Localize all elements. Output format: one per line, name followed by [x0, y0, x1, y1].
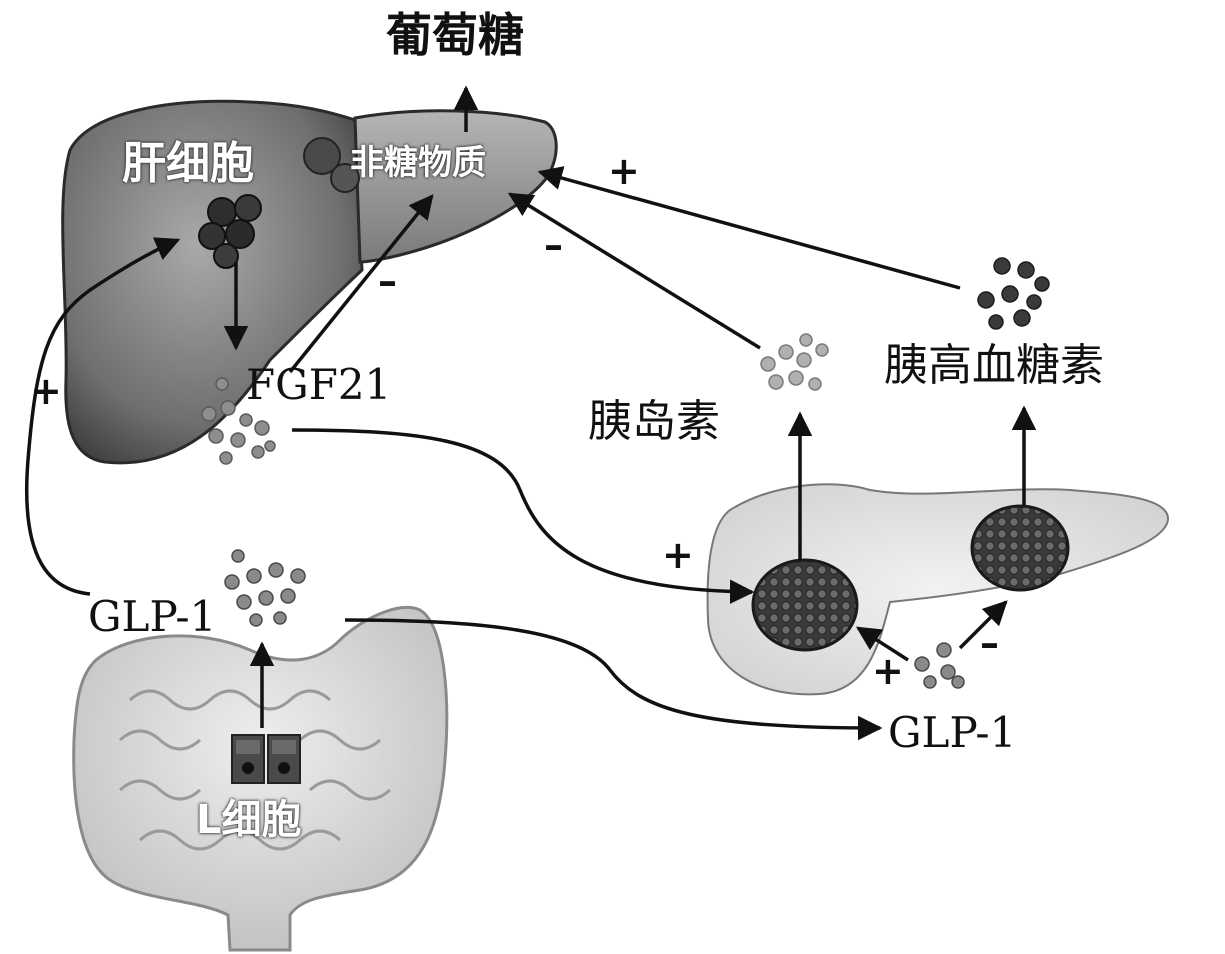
l-cells: [231, 734, 301, 784]
arrow-insulin-inhibit-nonsugar: [507, 192, 761, 350]
arrow-glp1-promote-insulin-islet: [855, 626, 909, 662]
sign-glp1-glucagon-minus: –: [980, 621, 999, 665]
sign-glucagon-plus: +: [608, 149, 640, 193]
label-glucagon: 胰高血糖素: [884, 340, 1104, 391]
liver-cell-cluster: [198, 137, 360, 269]
liver: [61, 99, 558, 465]
arrow-fgf21-promote-islet: [291, 428, 755, 604]
label-liver-cell: 肝细胞: [122, 138, 254, 189]
pancreas: [706, 483, 1170, 696]
intestine-loops: [118, 689, 392, 851]
sign-fgf21-minus: –: [378, 259, 397, 303]
pancreas-islet-glucagon: [970, 504, 1070, 592]
glp1-particles-intestine: [224, 549, 306, 627]
liver-right-lobe: [61, 99, 364, 465]
arrow-glp1-to-pancreas: [344, 618, 883, 741]
label-glp1-left: GLP-1: [88, 592, 217, 641]
label-glp1-right: GLP-1: [888, 708, 1017, 757]
pancreas-islet-insulin: [751, 558, 859, 652]
sign-fgf21-islet-plus: +: [662, 533, 694, 577]
arrows: [25, 85, 1037, 741]
label-insulin: 胰岛素: [588, 396, 720, 447]
fgf21-particles: [201, 377, 276, 465]
arrow-glp1-inhibit-glucagon-islet: [958, 600, 1008, 650]
label-fgf21: FGF21: [246, 360, 392, 409]
label-l-cell: L细胞: [196, 797, 302, 843]
label-non-sugar: 非糖物质: [350, 143, 486, 183]
label-glucose: 葡萄糖: [386, 8, 524, 62]
insulin-particles: [760, 333, 829, 391]
sign-insulin-minus: –: [544, 223, 563, 267]
arrow-glucagon-promote-nonsugar: [537, 166, 961, 290]
glucagon-particles: [977, 257, 1050, 330]
arrow-glp1-promote-liver: [25, 237, 181, 596]
arrow-fgf21-inhibit-nonsugar: [288, 194, 434, 374]
intestine: [72, 605, 449, 952]
glp1-particles-pancreas: [914, 642, 965, 689]
sign-glp1-insulin-plus: +: [872, 649, 904, 693]
sign-glp1-liver-plus: +: [30, 369, 62, 413]
liver-left-lobe: [353, 109, 558, 264]
